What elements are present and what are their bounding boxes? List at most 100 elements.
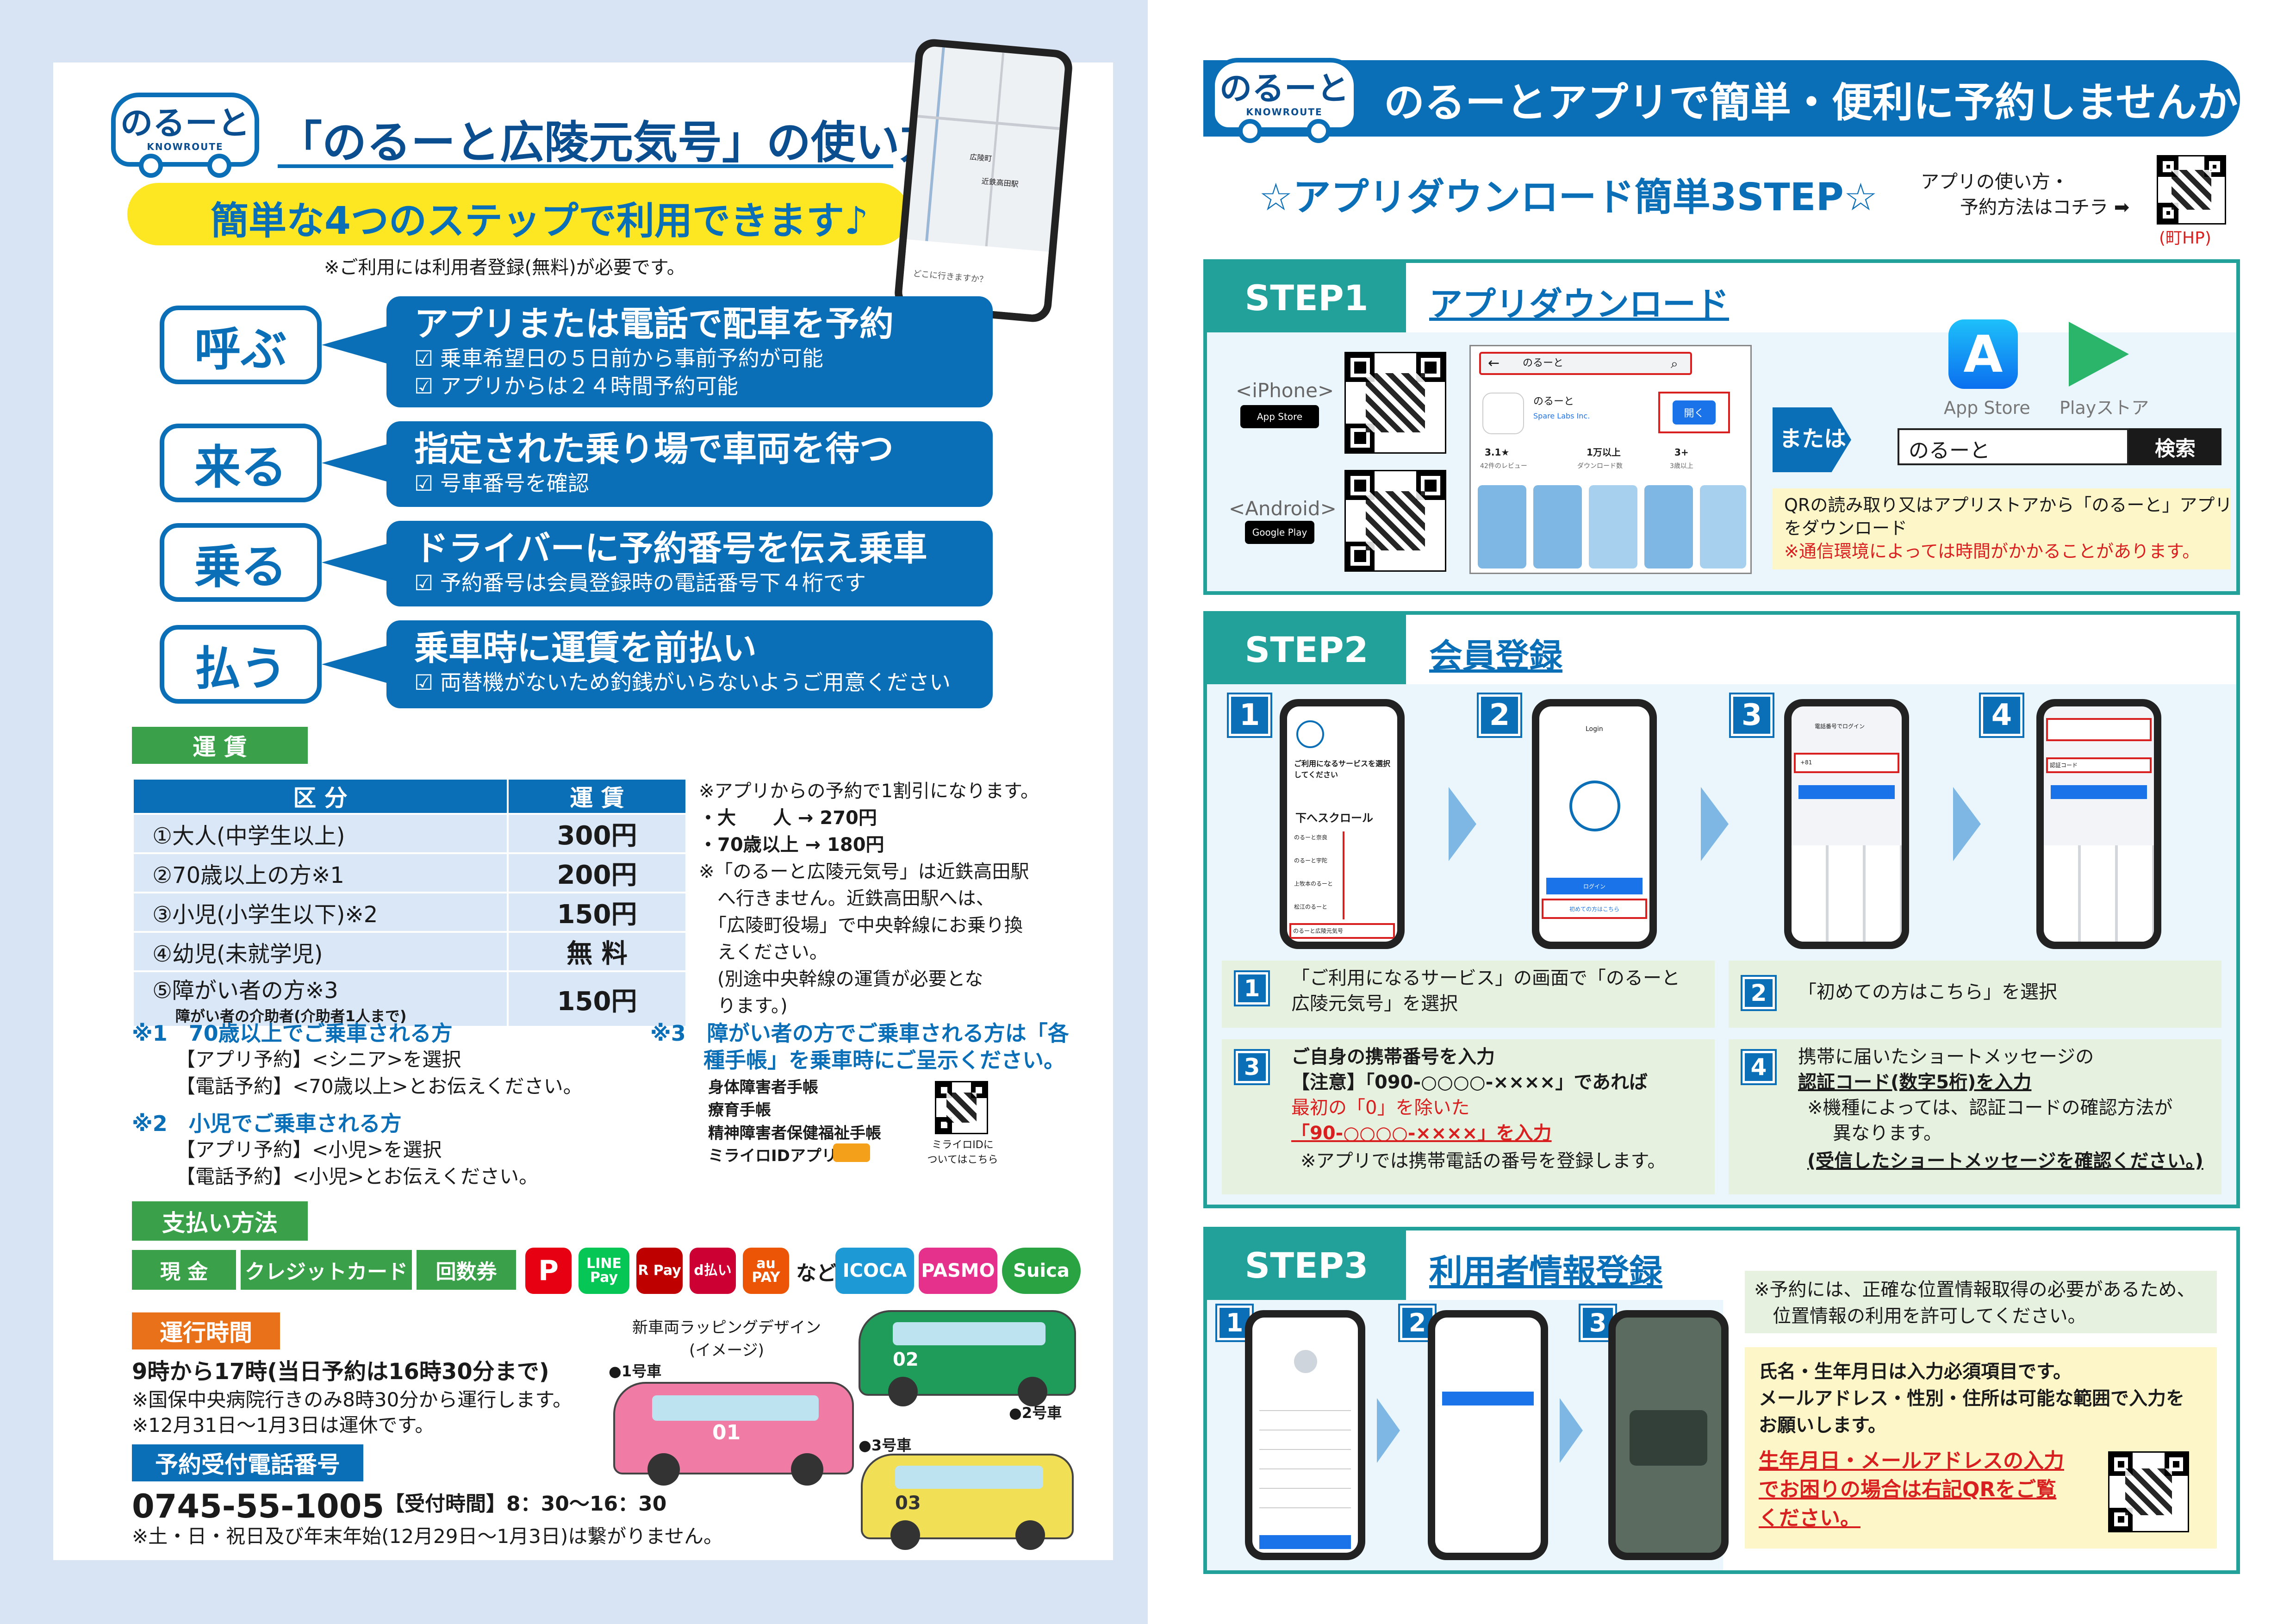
keypad[interactable] xyxy=(1792,845,1902,942)
step1-head: STEP1 xyxy=(1207,263,1406,332)
phone-hours: 【受付時間】8：30～16：30 xyxy=(384,1492,667,1516)
table-row: ①大人(中学生以上)300円 xyxy=(132,813,687,854)
van2-label: ●2号車 xyxy=(1009,1404,1062,1422)
screen xyxy=(1435,1318,1541,1553)
service-item[interactable]: 松江のるーと xyxy=(1294,904,1328,910)
appstore-badge[interactable]: App Store xyxy=(1240,405,1319,428)
first-time-label: 初めての方はこちら xyxy=(1569,906,1619,912)
side-note: ※アプリからの予約で1割引になります。 xyxy=(699,781,1039,802)
service-logo xyxy=(1296,720,1324,748)
save-button[interactable] xyxy=(1259,1535,1351,1549)
back-arrow-icon[interactable]: ← xyxy=(1488,355,1500,371)
search-icon[interactable]: ⌕ xyxy=(1671,356,1678,371)
fare-value: 150円 xyxy=(507,892,687,933)
avatar[interactable] xyxy=(1294,1350,1317,1373)
left-title: 「のるーと広陵元気号」の使い方 xyxy=(278,117,944,169)
step-title: 乗車時に運賃を前払い xyxy=(414,628,757,668)
playstore-icon[interactable] xyxy=(2069,322,2129,387)
phone-prefix: +81 xyxy=(1800,759,1812,766)
code-field[interactable]: 認証コード xyxy=(2046,757,2152,773)
keypad[interactable] xyxy=(2044,845,2154,942)
appstore-badge-text: App Store xyxy=(1257,411,1303,422)
brand-text: のるーと xyxy=(1220,69,1349,107)
instruction-4-a: 携帯に届いたショートメッセージの xyxy=(1798,1046,2094,1068)
phone-screen-location xyxy=(1428,1310,1548,1560)
van-number: 01 xyxy=(712,1421,741,1444)
step-pay: 払う 乗車時に運賃を前払い ☑ 両替機がないため釣銭がいらないようご用意ください xyxy=(104,620,993,715)
step3-head: STEP3 xyxy=(1207,1230,1406,1300)
step-number: 2 xyxy=(1741,975,1777,1011)
payment-tag: 支払い方法 xyxy=(132,1201,308,1241)
help-3: ください。 xyxy=(1759,1506,1860,1530)
login-button[interactable]: ログイン xyxy=(1546,878,1643,894)
step-item: ☑ アプリからは２４時間予約可能 xyxy=(414,373,738,399)
mirairo-qr[interactable] xyxy=(935,1081,988,1134)
side-note: ・大 人 → 270円 xyxy=(699,807,877,829)
scroll-arrow xyxy=(1343,831,1344,919)
pasmo-icon: PASMO xyxy=(919,1248,997,1294)
service-item[interactable]: のるーと宇陀 xyxy=(1294,857,1328,864)
sms-notification[interactable] xyxy=(2046,718,2152,741)
next-button[interactable] xyxy=(1798,785,1895,799)
town-hp-qr[interactable] xyxy=(2157,155,2226,225)
instruction-3-c: 最初の「0」を除いた xyxy=(1291,1097,1470,1118)
side-note: えください。 xyxy=(699,942,828,963)
rakutenpay-icon: R Pay xyxy=(636,1248,683,1294)
form-fields[interactable] xyxy=(1259,1392,1351,1521)
required-2: メールアドレス・性別・住所は可能な範囲で入力を xyxy=(1759,1388,2184,1409)
phone-number-field[interactable]: +81 xyxy=(1794,753,1899,773)
note3-title: 種手帳」を乗車時にご呈示ください。 xyxy=(703,1048,1065,1073)
map-place: 近鉄高田駅 xyxy=(981,176,1019,189)
suica-icon: Suica xyxy=(1002,1248,1081,1294)
service-item[interactable]: のるーと奈良 xyxy=(1294,834,1328,841)
phone-screen-2: Login ログイン 初めての方はこちら xyxy=(1532,699,1657,949)
googleplay-badge[interactable]: Google Play xyxy=(1245,521,1314,544)
iphone-qr[interactable] xyxy=(1344,352,1446,454)
fare-category: ②70歳以上の方※1 xyxy=(132,852,509,893)
android-qr[interactable] xyxy=(1344,470,1446,572)
fare-value: 150円 xyxy=(507,970,687,1028)
howto-2: 予約方法はコチラ ➡ xyxy=(1960,197,2130,218)
store-search-input[interactable]: のるーと xyxy=(1898,428,2129,465)
phone-number[interactable]: 0745-55-1005 xyxy=(132,1487,385,1525)
store-shot xyxy=(1589,485,1637,568)
wheel-icon xyxy=(1238,119,1262,143)
van3-label: ●3号車 xyxy=(859,1437,912,1454)
instruction-2-text: 「初めての方はこちら」を選択 xyxy=(1798,981,2057,1003)
qr-data xyxy=(2125,1468,2172,1516)
wheel-icon xyxy=(1015,1520,1045,1550)
help-qr[interactable] xyxy=(2108,1451,2189,1532)
step-number: 3 xyxy=(1729,693,1774,738)
store-shot xyxy=(1700,485,1746,568)
right-title-bar xyxy=(1203,60,2240,137)
chevron-right-icon xyxy=(1377,1398,1400,1463)
phone-screen-4: 認証コード xyxy=(2036,699,2161,949)
step2-head: STEP2 xyxy=(1207,615,1406,684)
store-open-button[interactable]: 開く xyxy=(1658,392,1730,433)
screen: Login ログイン 初めての方はこちら xyxy=(1539,706,1649,942)
permission-dialog[interactable] xyxy=(1630,1410,1707,1466)
qr-finder xyxy=(2158,156,2178,177)
phone-screen-3: 電話番号でログイン +81 xyxy=(1784,699,1909,949)
fare-category: ③小児(小学生以下)※2 xyxy=(132,892,509,933)
step-come: 来る 指定された乗り場で車両を待つ ☑ 号車番号を確認 xyxy=(104,421,993,516)
code-label: 認証コード xyxy=(2050,762,2078,768)
chevron-right-icon xyxy=(1449,787,1476,861)
confirm-button[interactable] xyxy=(2051,785,2147,799)
store-search-button[interactable]: 検索 xyxy=(2129,428,2221,465)
van-1: 01 xyxy=(613,1382,854,1486)
service-selected[interactable]: のるーと広陵元気号 xyxy=(1289,923,1395,939)
service-item[interactable]: 上牧本のるーと xyxy=(1294,881,1333,887)
store-search-bar[interactable]: ← のるーと ⌕ xyxy=(1479,352,1692,375)
instruction-3-a: ご自身の携帯番号を入力 xyxy=(1291,1046,1495,1068)
allow-button[interactable] xyxy=(1442,1392,1534,1405)
step-band: 乗車時に運賃を前払い ☑ 両替機がないため釣銭がいらないようご用意ください xyxy=(386,620,993,708)
arrow-shape xyxy=(322,544,386,581)
appstore-icon[interactable]: A xyxy=(1948,319,2018,389)
phone-login-title: 電話番号でログイン xyxy=(1815,723,1865,730)
location-note-1: ※予約には、正確な位置情報取得の必要があるため、 xyxy=(1754,1279,2196,1300)
payment-etc: など xyxy=(796,1262,837,1285)
qr-finder xyxy=(1416,353,1445,382)
first-time-button[interactable]: 初めての方はこちら xyxy=(1542,899,1647,919)
